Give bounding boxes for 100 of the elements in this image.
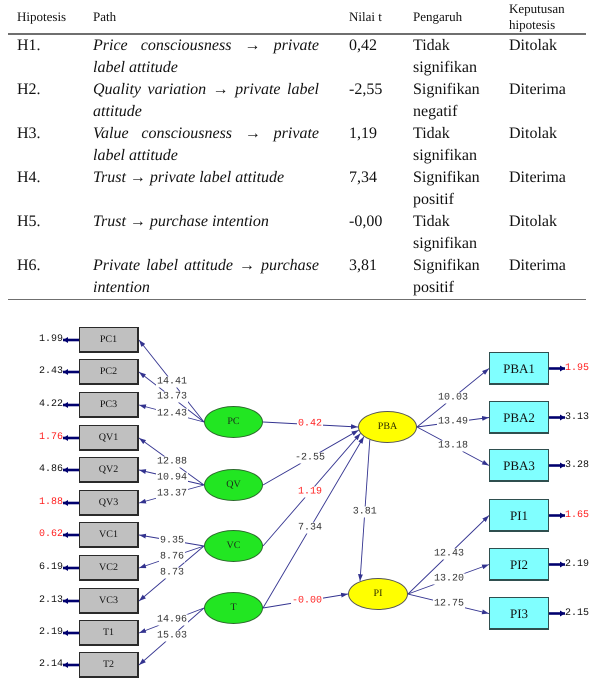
variable-label: T [230, 602, 237, 614]
arrow [262, 432, 361, 546]
edge-label: 3.81 [352, 506, 378, 518]
error-variance: 2.43 [38, 364, 63, 380]
column-header: Hipotesis [17, 8, 66, 24]
edge-label: 9.35 [159, 535, 185, 546]
column-header: Pengaruh [413, 8, 462, 24]
variable-label: VC2 [99, 562, 118, 574]
arrow [63, 337, 79, 343]
effect-label: Signifikan negatif [413, 80, 481, 122]
edge-label: 12.43 [433, 548, 465, 560]
hypothesis-label: H3. [17, 124, 41, 144]
arrow [63, 598, 79, 604]
error-variance: 2.14 [38, 657, 63, 673]
edge-label: 12.43 [156, 408, 188, 420]
arrow [63, 402, 79, 408]
error-variance: 2.19 [38, 625, 63, 641]
error-variance: 2.13 [38, 593, 63, 609]
arrow [63, 532, 79, 538]
path-description: Trust → purchase intention [93, 212, 270, 232]
indicator-box [79, 425, 139, 451]
edge-label: 14.41 [156, 376, 188, 388]
variable-label: PC3 [100, 398, 118, 410]
error-variance: 1.88 [38, 495, 63, 511]
variable-label: PBA1 [503, 360, 535, 376]
indicator-box [79, 522, 139, 548]
variable-label: QV2 [98, 464, 118, 476]
error-variance: 3.13 [565, 410, 590, 426]
indicator-box [489, 548, 549, 581]
t-value: 1,19 [349, 124, 377, 144]
arrow [549, 562, 565, 568]
t-value: -2,55 [349, 80, 382, 100]
error-variance: 1.76 [38, 430, 63, 446]
arrow [63, 630, 79, 636]
variable-label: PI [374, 588, 382, 600]
arrow [63, 500, 79, 506]
error-variance: 4.86 [38, 462, 63, 478]
edge-label: 12.75 [433, 598, 465, 610]
decision-label: Ditolak [509, 212, 557, 232]
edge-label: 1.19 [297, 486, 323, 498]
hypothesis-label: H5. [17, 212, 41, 232]
hypothesis-label: H2. [17, 80, 41, 100]
edge-label: 14.96 [156, 614, 188, 626]
variable-label: PBA3 [503, 458, 535, 472]
variable-label: PC [227, 416, 240, 428]
edge-label: 12.88 [156, 456, 188, 468]
error-variance: 4.22 [38, 397, 63, 413]
path-description: Value consciousness → private label attitude [93, 124, 319, 166]
arrow [63, 662, 79, 668]
path-description: Price consciousness → private label attitude [93, 36, 319, 78]
variable-label: QV [226, 479, 241, 491]
variable-label: PBA [378, 421, 398, 433]
edge-label: 10.94 [156, 472, 188, 484]
edge-label: 13.73 [156, 392, 188, 403]
column-header: Nilai t [349, 8, 382, 24]
edge-label: 13.49 [437, 416, 469, 428]
effect-label: Tidak signifikan [413, 212, 478, 254]
edge-label: -0.00 [291, 595, 323, 606]
effect-label: Tidak signifikan [413, 124, 478, 166]
arrow [549, 610, 565, 616]
indicator-box [489, 401, 549, 434]
error-variance: 2.15 [565, 606, 590, 622]
variable-label: VC [226, 540, 240, 552]
effect-label: Signifikan positif [413, 256, 481, 298]
indicator-box [79, 555, 139, 581]
effect-label: Tidak signifikan [413, 36, 478, 78]
edge-label: 13.20 [433, 574, 465, 585]
t-value: -0,00 [349, 212, 382, 232]
decision-label: Ditolak [509, 36, 557, 56]
decision-label: Diterima [509, 256, 566, 276]
indicator-box [79, 327, 139, 353]
path-description: Trust → private label attitude [93, 168, 286, 188]
decision-label: Diterima [509, 168, 566, 188]
indicator-box [79, 359, 139, 385]
decision-label: Ditolak [509, 124, 557, 144]
arrow [549, 462, 565, 468]
latent-ellipse [358, 411, 417, 443]
error-variance: 2.19 [565, 556, 590, 572]
variable-label: PBA2 [503, 410, 535, 424]
hypothesis-label: H6. [17, 256, 41, 276]
variable-label: PI2 [510, 556, 528, 572]
path-description: Private label attitude → purchase intention [93, 256, 319, 298]
arrow [63, 565, 79, 571]
edge-label: 13.18 [437, 440, 469, 452]
error-variance: 1.65 [565, 508, 590, 524]
variable-label: T2 [102, 658, 114, 670]
arrow [262, 436, 364, 608]
arrow [549, 512, 565, 518]
indicator-box [79, 392, 139, 418]
t-value: 7,34 [349, 168, 377, 188]
column-header: Path [93, 8, 116, 24]
edge-label: 7.34 [297, 522, 323, 534]
indicator-box [79, 652, 139, 678]
indicator-box [489, 449, 549, 482]
variable-label: VC3 [99, 594, 118, 606]
variable-label: PC2 [100, 366, 118, 378]
edge-label: 13.37 [156, 488, 188, 500]
edge-label: 10.03 [437, 392, 469, 404]
arrow [549, 414, 565, 420]
variable-label: QV3 [98, 496, 118, 508]
